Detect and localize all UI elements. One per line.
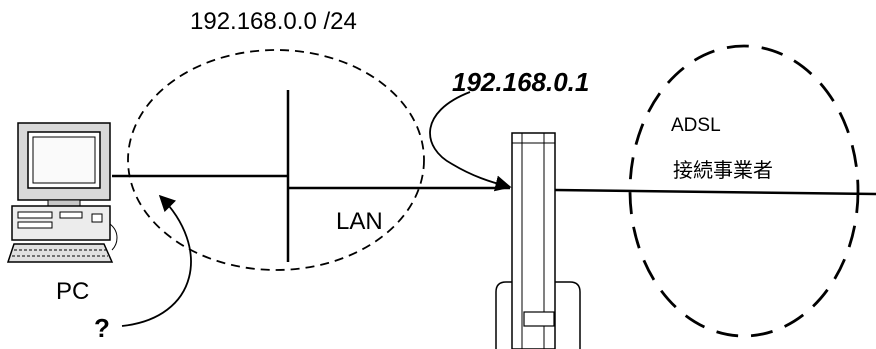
adsl-router-icon <box>496 133 580 349</box>
gateway-ip-label: 192.168.0.1 <box>452 69 589 95</box>
lan-segment-ellipse <box>128 50 424 270</box>
isp-label-line1: ADSL <box>671 116 721 135</box>
computer-icon <box>8 123 117 262</box>
unknown-address-label: ? <box>94 315 110 341</box>
gateway-pointer-arrow <box>430 92 510 187</box>
isp-label-line2: 接続事業者 <box>673 160 773 180</box>
question-pointer-arrow <box>122 196 191 326</box>
lan-label: LAN <box>336 210 383 234</box>
pc-label: PC <box>56 280 89 304</box>
subnet-label: 192.168.0.0 /24 <box>190 10 357 34</box>
wan-link-line <box>555 190 876 194</box>
